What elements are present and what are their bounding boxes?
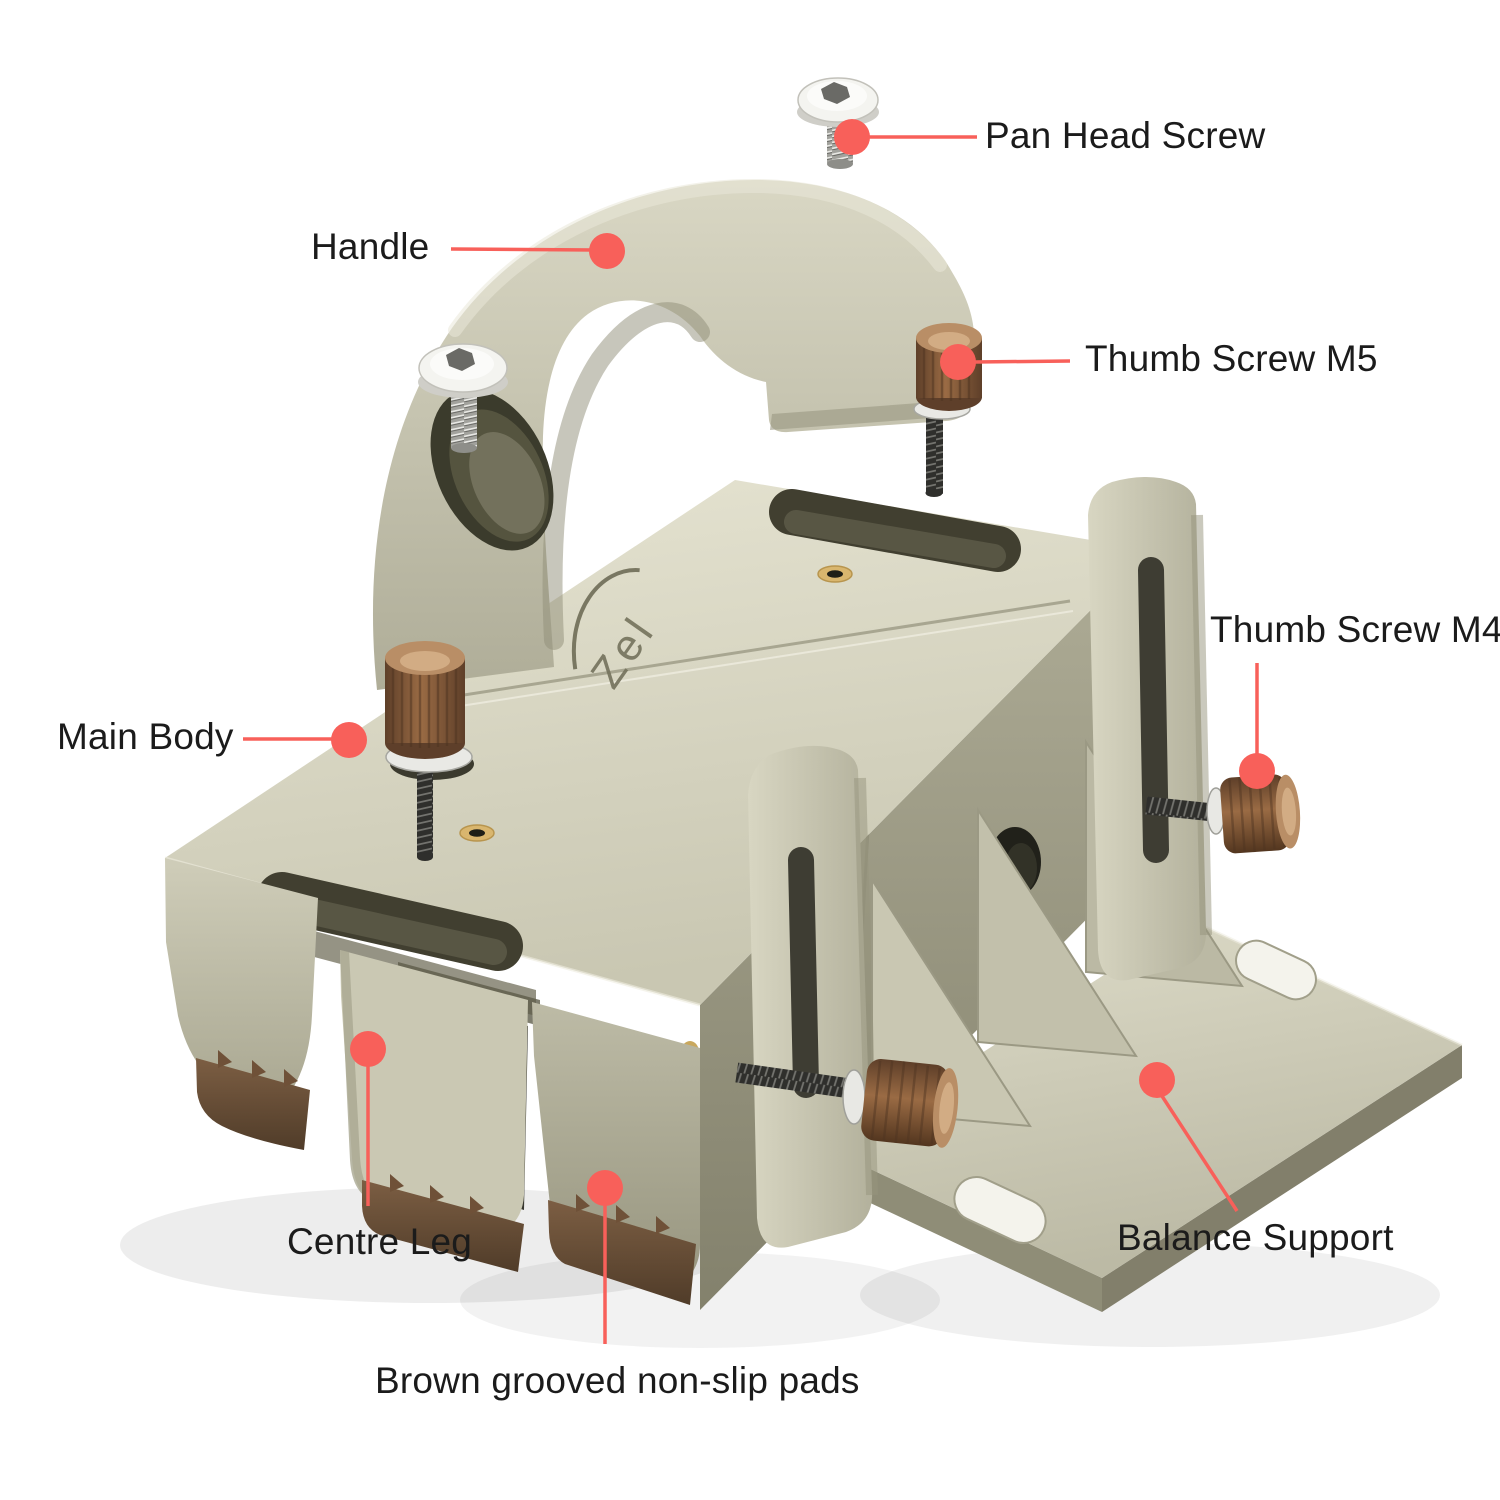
balance-support xyxy=(735,477,1463,1312)
callout-dot-main-body xyxy=(331,722,367,758)
callout-dot-centre-leg xyxy=(350,1031,386,1067)
top-slot-front xyxy=(257,872,523,971)
callout-dot-handle xyxy=(589,233,625,269)
callout-dot-balance xyxy=(1139,1062,1175,1098)
clamp-seam xyxy=(392,599,1071,708)
hex-socket-icon xyxy=(821,82,850,104)
centre-leg xyxy=(340,950,528,1272)
non-slip-pad-centre xyxy=(362,1180,524,1272)
callout-dot-pads xyxy=(587,1170,623,1206)
thumb-screw-front xyxy=(385,641,474,861)
non-slip-pad-right xyxy=(548,1200,696,1305)
top-slot-rear xyxy=(769,489,1021,572)
callout-line-handle xyxy=(450,247,595,252)
callouts xyxy=(243,135,1259,1344)
label-thumb-screw-m5: Thumb Screw M5 xyxy=(1085,338,1378,379)
callout-line-m5 xyxy=(974,359,1071,364)
callout-dot-m4 xyxy=(1239,753,1275,789)
label-pan-head-screw: Pan Head Screw xyxy=(985,115,1266,156)
callout-line-balance xyxy=(1158,1092,1239,1212)
main-body-top-face xyxy=(165,480,1150,1005)
label-handle: Handle xyxy=(311,226,430,267)
callout-dot-m5 xyxy=(940,344,976,380)
callout-dot-pan xyxy=(834,119,870,155)
brass-insert-top-rear xyxy=(817,565,853,583)
label-brown-pads: Brown grooved non-slip pads xyxy=(375,1360,860,1401)
right-leg xyxy=(532,1002,700,1305)
plate-notch-far xyxy=(1235,939,1317,1001)
brass-insert-top-front xyxy=(459,824,495,842)
support-arm-near xyxy=(748,745,878,1248)
label-thumb-screw-m4: Thumb Screw M4 xyxy=(1210,609,1500,650)
arm-slot-near xyxy=(788,847,819,1098)
main-body: Zel xyxy=(164,480,1150,1310)
thumb-screw-m4 xyxy=(1145,774,1301,854)
label-balance-support: Balance Support xyxy=(1117,1217,1394,1258)
non-slip-pad-left xyxy=(196,1058,310,1150)
pan-head-screw-lower xyxy=(418,343,508,453)
thumb-screw-lower xyxy=(735,1059,959,1148)
support-arm-far xyxy=(1088,477,1212,981)
plate-notch-near xyxy=(953,1176,1047,1244)
label-centre-leg: Centre Leg xyxy=(287,1221,473,1262)
left-leg xyxy=(165,858,318,1150)
pan-head-screw xyxy=(797,77,879,169)
callout-dots xyxy=(331,119,1275,1206)
hex-socket-icon xyxy=(446,348,475,371)
label-main-body: Main Body xyxy=(57,716,234,757)
